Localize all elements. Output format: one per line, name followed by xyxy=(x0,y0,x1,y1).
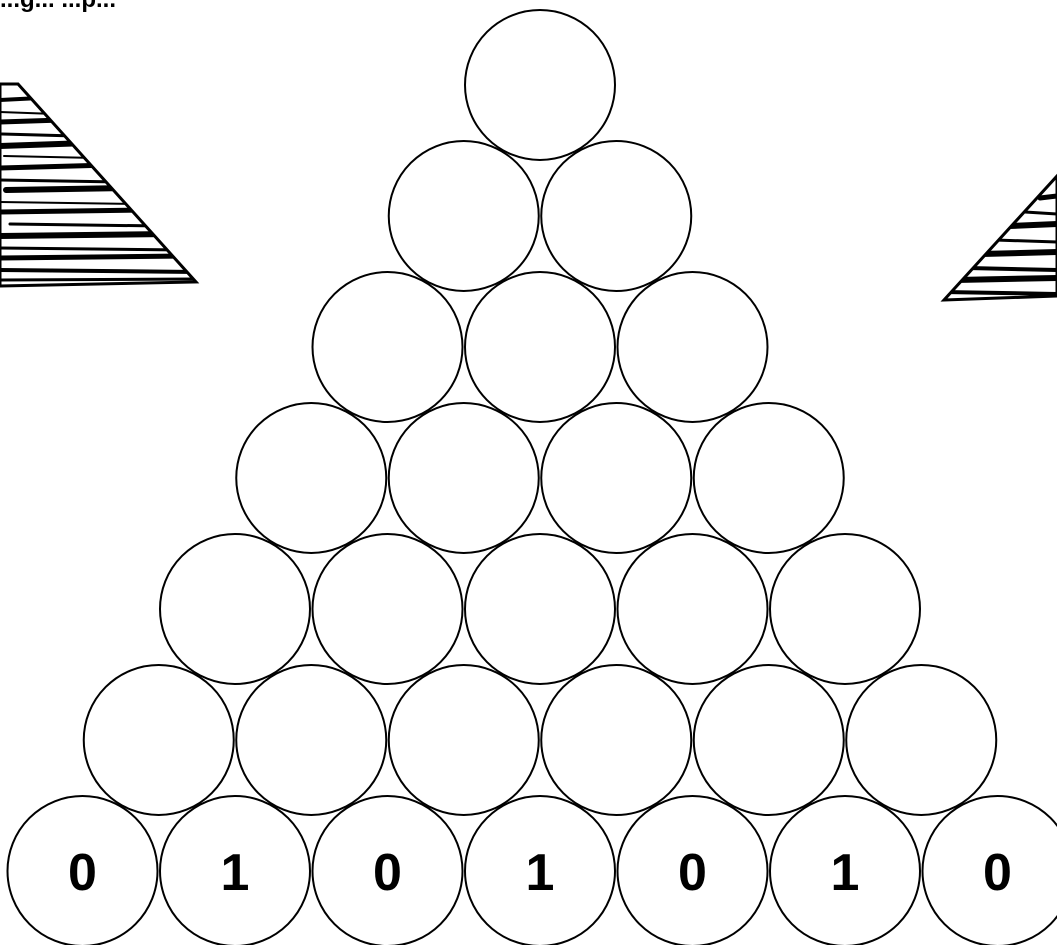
pyramid-cell-r5-c3 xyxy=(464,533,616,685)
pyramid-cell-r2-c1 xyxy=(387,140,540,292)
bottom-cell-value-3: 0 xyxy=(373,844,402,902)
pyramid-cell-r5-c5 xyxy=(769,533,921,685)
pyramid-cell-r4-c3 xyxy=(540,402,693,554)
pyramid-cell-r5-c1 xyxy=(159,533,311,685)
pyramid-cell-r4-c4 xyxy=(692,402,845,554)
bottom-cell-value-2: 1 xyxy=(221,844,250,902)
pyramid-cells: 0 1 0 1 0 1 0 xyxy=(6,9,1057,945)
pyramid-cell-r1-c1 xyxy=(464,9,616,161)
pyramid-cell-r5-c4 xyxy=(616,533,769,685)
bottom-cell-value-4: 1 xyxy=(526,844,555,902)
pyramid-cell-r2-c2 xyxy=(540,140,693,292)
bottom-cell-value-6: 1 xyxy=(831,844,860,902)
bottom-cell-value-5: 0 xyxy=(678,844,707,902)
pyramid-cell-r6-c5 xyxy=(692,664,845,816)
pyramid-cell-r7-c2 xyxy=(159,795,311,945)
pyramid-cell-r7-c3 xyxy=(311,795,464,945)
bottom-cell-value-7: 0 xyxy=(983,844,1012,902)
pyramid-cell-r7-c7 xyxy=(921,795,1057,945)
pyramid-cell-r6-c2 xyxy=(235,664,388,816)
pyramid-cell-r7-c1 xyxy=(6,795,159,945)
pyramid-cell-r3-c1 xyxy=(311,271,464,423)
pyramid-cell-r6-c6 xyxy=(845,664,998,816)
pyramid-cell-r5-c2 xyxy=(311,533,464,685)
bottom-cell-value-1: 0 xyxy=(68,844,97,902)
pyramid-cell-r7-c5 xyxy=(616,795,769,945)
pyramid-cell-r7-c4 xyxy=(464,795,616,945)
right-pyramid-sketch xyxy=(940,173,1057,302)
pyramid-cell-r3-c2 xyxy=(464,271,616,423)
pyramid-cell-r4-c2 xyxy=(387,402,540,554)
pyramid-cell-r4-c1 xyxy=(235,402,388,554)
left-pyramid-sketch xyxy=(0,82,200,288)
pyramid-cell-r6-c4 xyxy=(540,664,693,816)
pyramid-cell-r6-c1 xyxy=(82,664,235,816)
top-caption: ...g... ...p... xyxy=(0,0,116,14)
pyramid-cell-r6-c3 xyxy=(387,664,540,816)
pyramid-cell-r7-c6 xyxy=(769,795,921,945)
pyramid-cell-r3-c3 xyxy=(616,271,769,423)
